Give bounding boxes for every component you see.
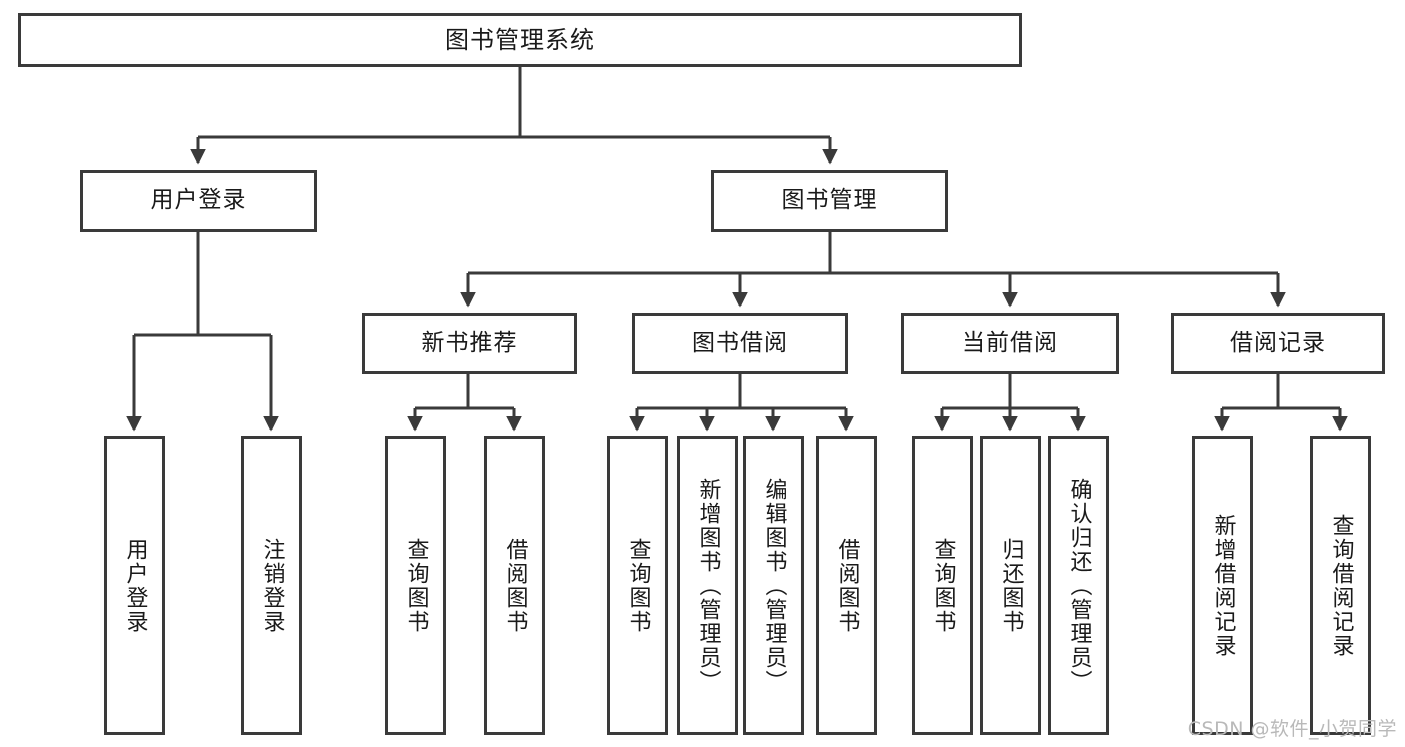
node-leaf-return-book[interactable]: 归还图书 [980,436,1041,735]
node-leaf-user-login[interactable]: 用户登录 [104,436,165,735]
node-user-login-label: 用户登录 [150,187,247,214]
node-book-manage-label: 图书管理 [781,187,878,214]
node-leaf-query-book-3-label: 查询图书 [930,537,956,634]
node-leaf-query-book-2-label: 查询图书 [625,537,651,634]
node-leaf-query-book-1[interactable]: 查询图书 [385,436,446,735]
node-new-book-recommend[interactable]: 新书推荐 [362,313,577,374]
node-leaf-add-book-label: 新增图书（管理员） [695,477,721,694]
node-leaf-add-book[interactable]: 新增图书（管理员） [677,436,738,735]
node-leaf-add-record[interactable]: 新增借阅记录 [1192,436,1253,735]
node-borrow-record[interactable]: 借阅记录 [1171,313,1385,374]
node-leaf-edit-book[interactable]: 编辑图书（管理员） [743,436,804,735]
node-leaf-query-record[interactable]: 查询借阅记录 [1310,436,1371,735]
node-leaf-edit-book-label: 编辑图书（管理员） [761,477,787,694]
node-leaf-user-login-label: 用户登录 [122,537,148,634]
node-leaf-borrow-book-2-label: 借阅图书 [834,537,860,634]
node-leaf-logout-login-label: 注销登录 [259,537,285,634]
node-leaf-add-record-label: 新增借阅记录 [1210,513,1236,658]
node-leaf-borrow-book-1[interactable]: 借阅图书 [484,436,545,735]
node-current-borrow[interactable]: 当前借阅 [901,313,1119,374]
node-leaf-logout-login[interactable]: 注销登录 [241,436,302,735]
node-leaf-confirm-return[interactable]: 确认归还（管理员） [1048,436,1109,735]
node-book-borrow[interactable]: 图书借阅 [632,313,848,374]
node-leaf-query-book-1-label: 查询图书 [403,537,429,634]
node-root[interactable]: 图书管理系统 [18,13,1022,67]
node-leaf-borrow-book-1-label: 借阅图书 [502,537,528,634]
node-leaf-return-book-label: 归还图书 [998,537,1024,634]
node-leaf-query-book-3[interactable]: 查询图书 [912,436,973,735]
node-book-borrow-label: 图书借阅 [692,329,788,356]
node-leaf-borrow-book-2[interactable]: 借阅图书 [816,436,877,735]
node-leaf-query-book-2[interactable]: 查询图书 [607,436,668,735]
node-leaf-confirm-return-label: 确认归还（管理员） [1066,477,1092,694]
node-book-manage[interactable]: 图书管理 [711,170,948,232]
watermark: CSDN @软件_小贺同学 [1187,718,1397,740]
node-user-login[interactable]: 用户登录 [80,170,317,232]
node-root-label: 图书管理系统 [445,25,595,54]
node-current-borrow-label: 当前借阅 [962,329,1058,356]
node-borrow-record-label: 借阅记录 [1230,329,1326,356]
node-new-book-recommend-label: 新书推荐 [421,329,518,356]
node-leaf-query-record-label: 查询借阅记录 [1328,513,1354,658]
